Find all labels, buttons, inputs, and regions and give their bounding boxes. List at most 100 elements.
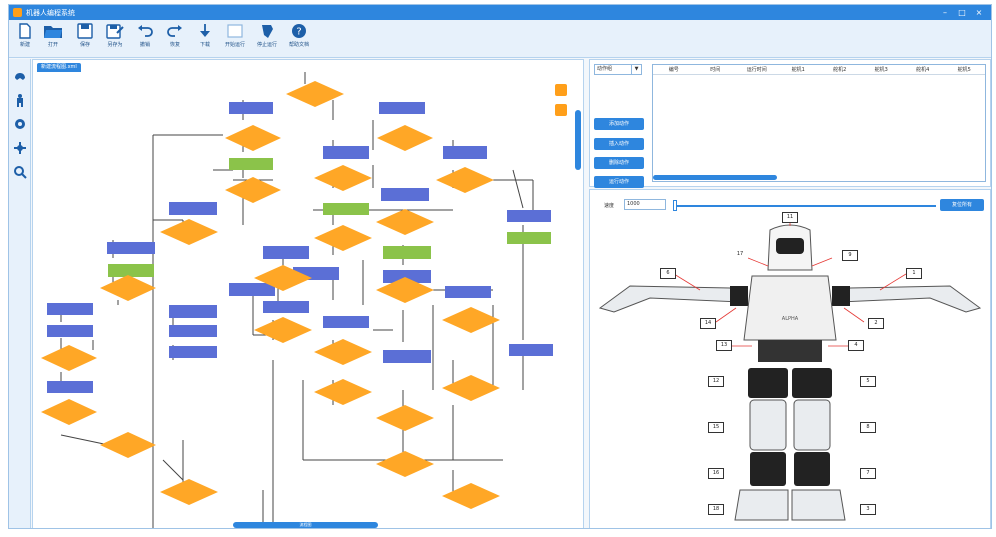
- condition-block[interactable]: [100, 275, 156, 301]
- condition-block[interactable]: [100, 432, 156, 458]
- action-block[interactable]: [383, 270, 431, 283]
- move-icon[interactable]: [13, 141, 27, 155]
- servo-label[interactable]: 7: [860, 468, 876, 479]
- action-block[interactable]: [229, 283, 275, 296]
- canvas-run-icon[interactable]: [555, 84, 567, 96]
- speed-slider-track[interactable]: [674, 205, 936, 207]
- speed-input[interactable]: 1000: [624, 199, 666, 210]
- action-block[interactable]: [169, 202, 217, 215]
- servo-label[interactable]: 14: [700, 318, 716, 329]
- condition-block[interactable]: [254, 317, 312, 343]
- servo-label[interactable]: 11: [782, 212, 798, 223]
- condition-block[interactable]: [286, 81, 344, 107]
- condition-block[interactable]: [314, 165, 372, 191]
- action-block[interactable]: [108, 264, 154, 277]
- servo-label[interactable]: 6: [660, 268, 676, 279]
- chevron-down-icon[interactable]: ▼: [631, 65, 641, 74]
- gamepad-icon[interactable]: [13, 69, 27, 83]
- action-block[interactable]: [383, 350, 431, 363]
- gear-icon[interactable]: [13, 117, 27, 131]
- flowchart-diagram[interactable]: [33, 60, 583, 529]
- action-block[interactable]: [507, 232, 551, 244]
- action-group-select[interactable]: 动作组 ▼: [594, 64, 642, 75]
- action-block[interactable]: [229, 102, 273, 114]
- condition-block[interactable]: [376, 405, 434, 431]
- action-block[interactable]: [507, 210, 551, 222]
- servo-label[interactable]: 18: [708, 504, 724, 515]
- action-table-scrollbar[interactable]: [653, 175, 777, 180]
- condition-block[interactable]: [442, 375, 500, 401]
- condition-block[interactable]: [442, 483, 500, 509]
- action-block[interactable]: [323, 316, 369, 328]
- servo-label[interactable]: 2: [868, 318, 884, 329]
- condition-block[interactable]: [314, 339, 372, 365]
- add-action-button[interactable]: 添加动作: [594, 118, 644, 130]
- condition-block[interactable]: [160, 479, 218, 505]
- new-button[interactable]: 新建: [11, 23, 39, 57]
- condition-block[interactable]: [376, 209, 434, 235]
- action-block[interactable]: [169, 346, 217, 358]
- canvas-stop-icon[interactable]: [555, 104, 567, 116]
- open-button[interactable]: 打开: [39, 23, 67, 57]
- condition-block[interactable]: [377, 125, 433, 151]
- action-block[interactable]: [383, 246, 431, 259]
- reset-all-button[interactable]: 复位所有: [940, 199, 984, 211]
- help-button[interactable]: ? 帮助文档: [285, 23, 313, 57]
- action-block[interactable]: [47, 381, 93, 393]
- servo-label[interactable]: 12: [708, 376, 724, 387]
- run-action-button[interactable]: 运行动作: [594, 176, 644, 188]
- download-button[interactable]: 下载: [191, 23, 219, 57]
- condition-block[interactable]: [254, 265, 312, 291]
- servo-label[interactable]: 4: [848, 340, 864, 351]
- action-block[interactable]: [509, 344, 553, 356]
- action-table[interactable]: 编号 时间 运行时间 舵机1 舵机2 舵机3 舵机4 舵机5: [652, 64, 986, 182]
- action-block[interactable]: [229, 158, 273, 170]
- undo-button[interactable]: 撤销: [131, 23, 159, 57]
- servo-label[interactable]: 8: [860, 422, 876, 433]
- action-block[interactable]: [323, 146, 369, 159]
- action-block[interactable]: [323, 203, 369, 215]
- canvas-horizontal-scrollbar[interactable]: 流程图: [233, 522, 378, 528]
- action-block[interactable]: [47, 325, 93, 337]
- canvas-file-tab[interactable]: 新建流程图.xml: [37, 63, 81, 72]
- servo-label[interactable]: 5: [860, 376, 876, 387]
- servo-label[interactable]: 1: [906, 268, 922, 279]
- speed-slider-thumb[interactable]: [673, 200, 677, 211]
- condition-block[interactable]: [314, 225, 372, 251]
- servo-label[interactable]: 13: [716, 340, 732, 351]
- save-button[interactable]: 保存: [71, 23, 99, 57]
- insert-action-button[interactable]: 插入动作: [594, 138, 644, 150]
- condition-block[interactable]: [225, 125, 281, 151]
- delete-action-button[interactable]: 删除动作: [594, 157, 644, 169]
- search-icon[interactable]: [13, 165, 27, 179]
- save-as-button[interactable]: 另存为: [101, 23, 129, 57]
- condition-block[interactable]: [442, 307, 500, 333]
- action-block[interactable]: [263, 301, 309, 313]
- condition-block[interactable]: [160, 219, 218, 245]
- action-block[interactable]: [47, 303, 93, 315]
- maximize-button[interactable]: □: [958, 8, 966, 17]
- close-button[interactable]: ×: [975, 8, 983, 17]
- servo-label[interactable]: 15: [708, 422, 724, 433]
- run-button[interactable]: 开始运行: [221, 23, 249, 57]
- action-block[interactable]: [381, 188, 429, 201]
- action-block[interactable]: [263, 246, 309, 259]
- condition-block[interactable]: [41, 345, 97, 371]
- redo-button[interactable]: 恢复: [161, 23, 189, 57]
- servo-label[interactable]: 17: [732, 250, 748, 261]
- condition-block[interactable]: [314, 379, 372, 405]
- condition-block[interactable]: [376, 451, 434, 477]
- robot-icon[interactable]: [13, 93, 27, 107]
- servo-label[interactable]: 16: [708, 468, 724, 479]
- action-block[interactable]: [443, 146, 487, 159]
- minimize-button[interactable]: –: [943, 8, 947, 17]
- condition-block[interactable]: [41, 399, 97, 425]
- condition-block[interactable]: [436, 167, 494, 193]
- flowchart-canvas[interactable]: 新建流程图.xml 流程图: [32, 59, 584, 529]
- condition-block[interactable]: [376, 277, 434, 303]
- action-block[interactable]: [445, 286, 491, 298]
- stop-button[interactable]: 停止运行: [253, 23, 281, 57]
- action-block[interactable]: [379, 102, 425, 114]
- action-block[interactable]: [169, 305, 217, 318]
- servo-label[interactable]: 3: [860, 504, 876, 515]
